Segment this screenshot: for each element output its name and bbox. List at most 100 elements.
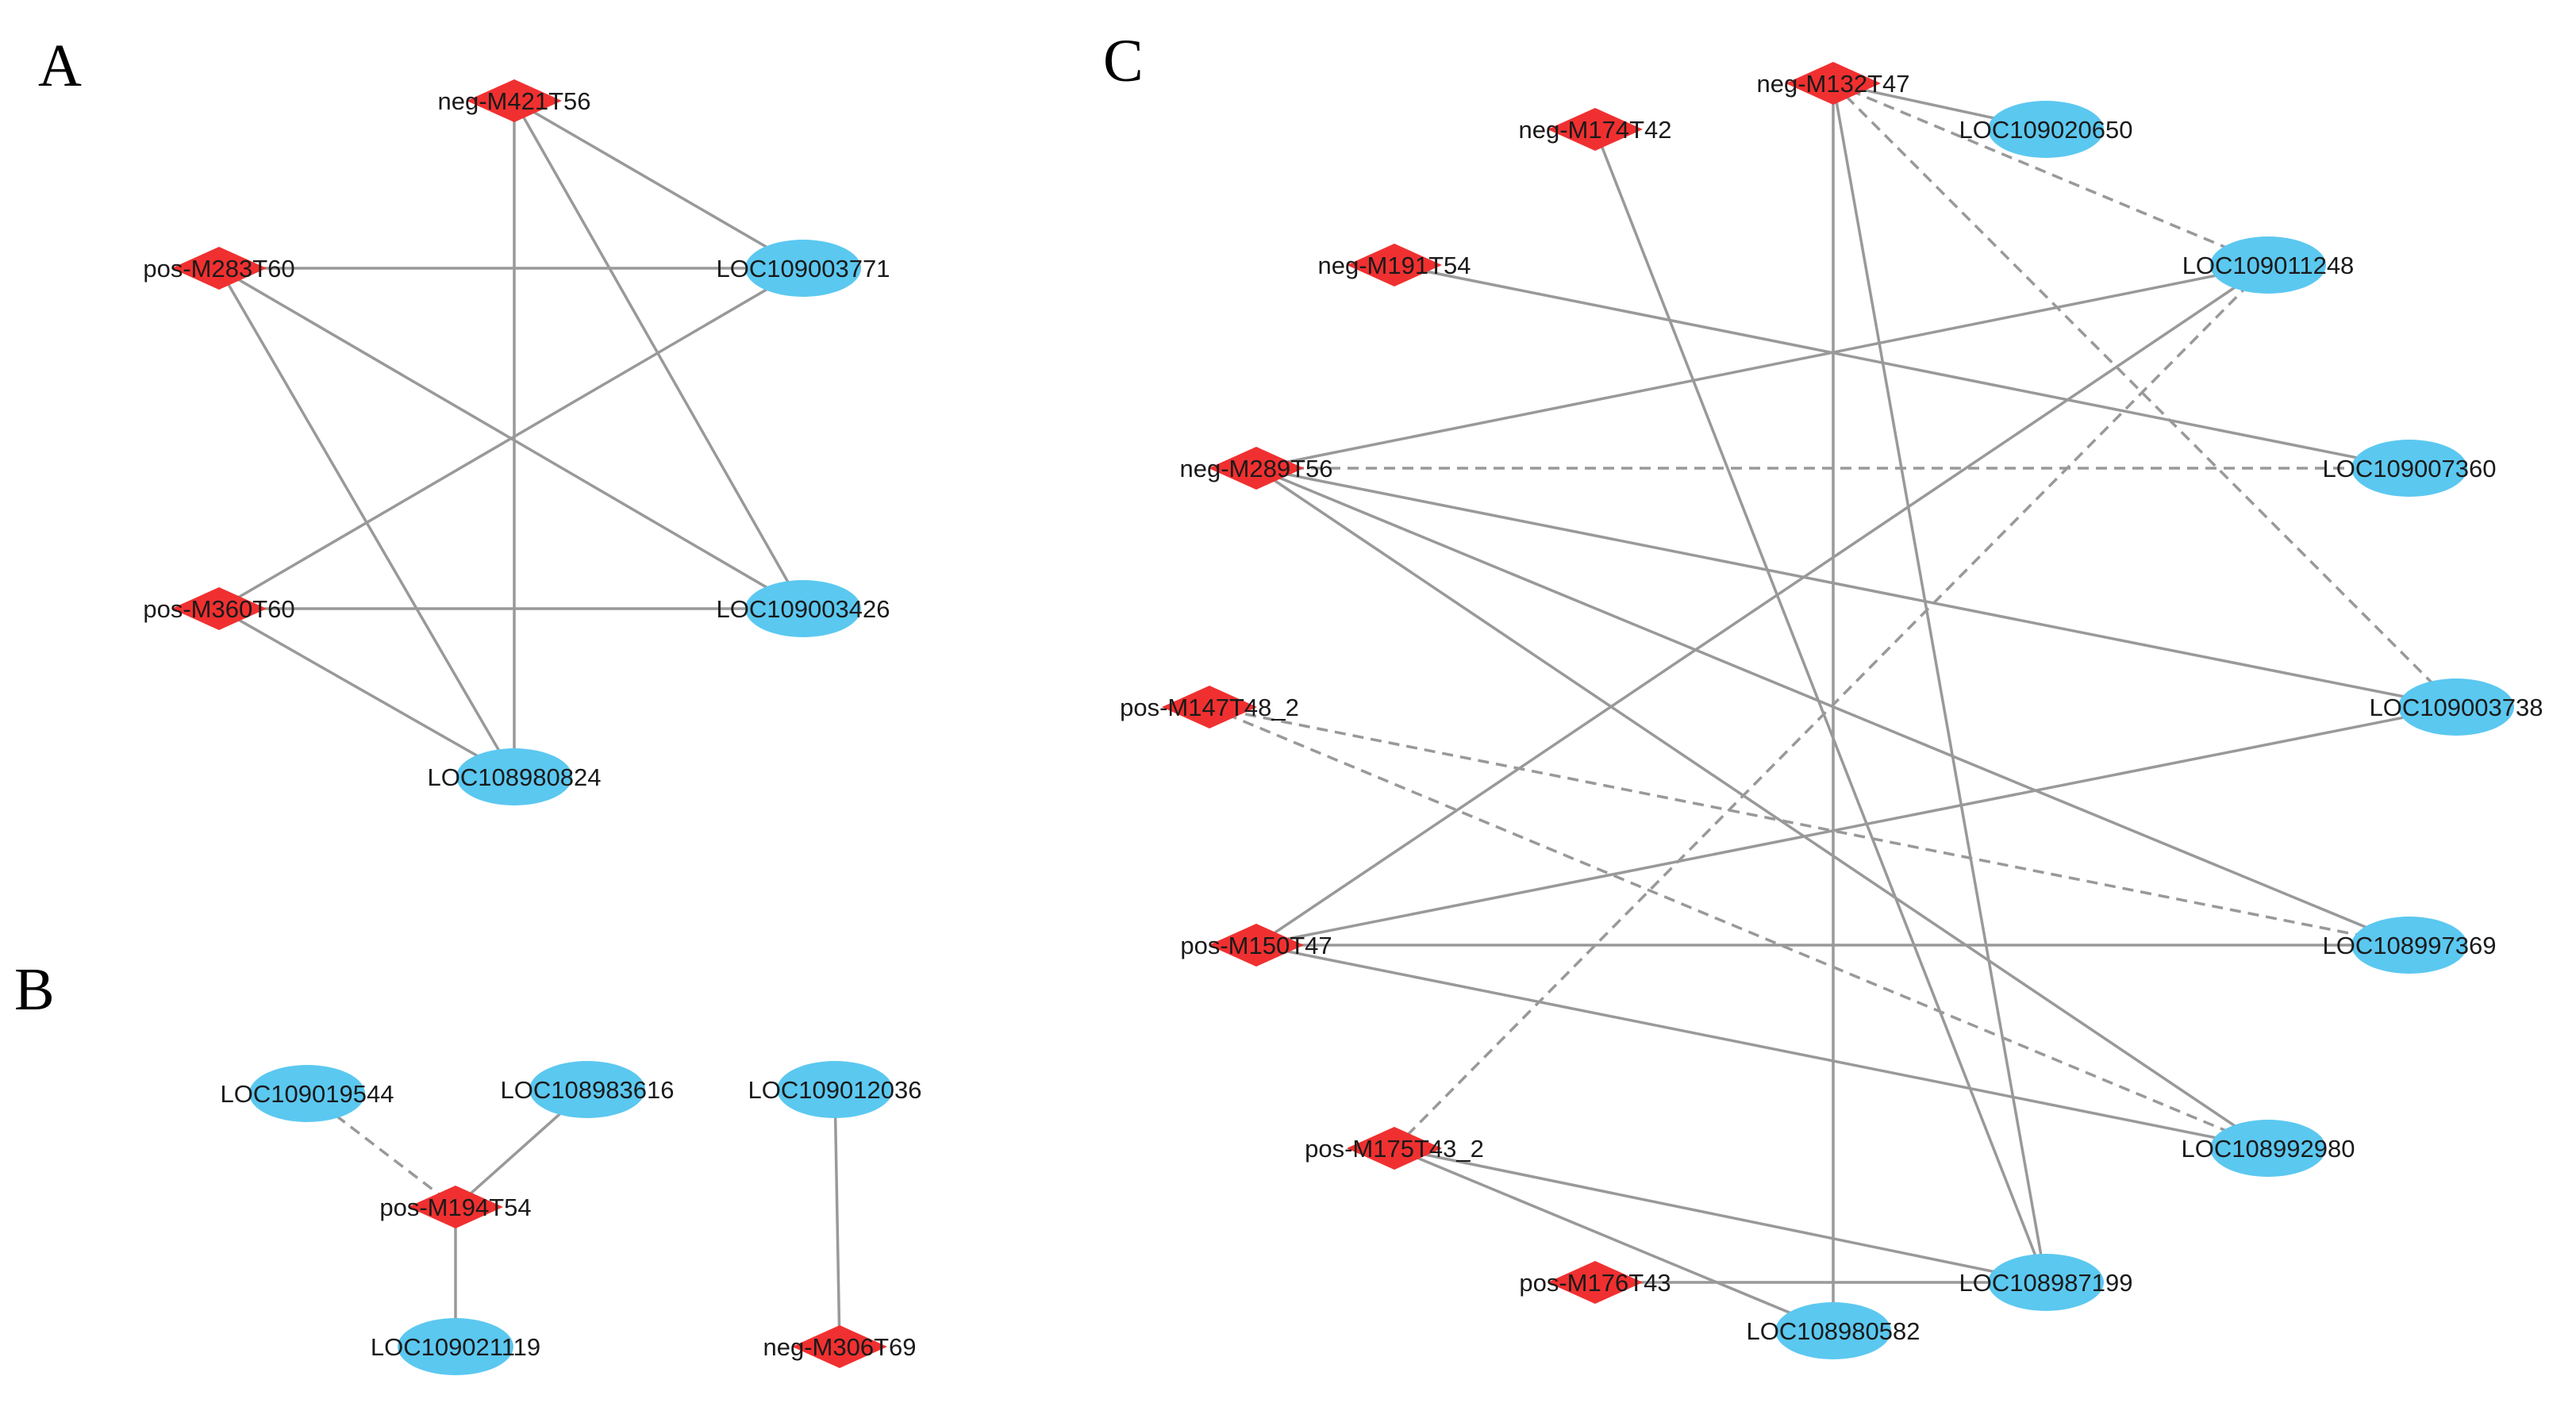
- gene-ellipse: [745, 240, 861, 297]
- node-label: LOC109020650: [1959, 116, 2133, 144]
- gene-ellipse: [249, 1065, 365, 1122]
- panel-c-edge-20: [1394, 1147, 2047, 1284]
- gene-ellipse: [2210, 236, 2326, 294]
- panel-b-node-4: LOC109021119: [371, 1318, 540, 1375]
- gene-ellipse: [1775, 1302, 1891, 1359]
- gene-ellipse: [777, 1061, 893, 1118]
- metabolite-diamond: [1347, 244, 1442, 286]
- metabolite-diamond: [1162, 686, 1257, 728]
- panel-c-edge-3: [1832, 82, 2458, 709]
- gene-ellipse: [745, 580, 861, 637]
- metabolite-diamond: [467, 79, 562, 122]
- node-label: LOC109011248: [2182, 252, 2355, 279]
- panel-c-node-5: pos-M147T48_2: [1120, 686, 1299, 728]
- panel-c-edge-21: [1394, 1147, 1834, 1332]
- node-label: pos-M147T48_2: [1120, 694, 1299, 721]
- panel-c-edge-12: [1255, 467, 2269, 1150]
- metabolite-diamond: [171, 587, 267, 630]
- panel-c-node-2: neg-M174T42: [1518, 108, 1672, 151]
- metabolite-diamond: [792, 1325, 887, 1368]
- metabolite-diamond: [408, 1186, 503, 1228]
- node-label: LOC109007360: [2323, 455, 2497, 482]
- gene-ellipse: [398, 1318, 513, 1375]
- panel-b-node-5: LOC109012036: [748, 1061, 922, 1118]
- node-label: neg-M174T42: [1518, 116, 1671, 144]
- panel-a-edge-9: [218, 607, 515, 778]
- metabolite-diamond: [1209, 924, 1304, 967]
- panel-c-node-4: neg-M289T56: [1179, 447, 1333, 490]
- node-label: pos-M176T43: [1519, 1269, 1671, 1297]
- panel-a-node-5: LOC109003426: [717, 580, 890, 637]
- node-label: LOC109003771: [717, 255, 890, 283]
- panel-a: A neg-M421T56pos-M283T60pos-M360T60LOC10…: [38, 33, 890, 805]
- panel-c-edge-10: [1255, 467, 2457, 709]
- gene-ellipse: [1988, 1254, 2104, 1311]
- panel-c-edge-16: [1255, 705, 2457, 947]
- node-label: neg-M306T69: [763, 1333, 916, 1361]
- panel-c-edge-8: [1255, 263, 2269, 470]
- gene-ellipse: [2351, 440, 2467, 497]
- metabolite-diamond: [1347, 1127, 1442, 1170]
- node-label: pos-M360T60: [143, 595, 294, 623]
- panel-c-node-15: LOC108987199: [1959, 1254, 2133, 1311]
- panel-b-node-2: LOC108983616: [501, 1061, 675, 1118]
- node-label: LOC109021119: [371, 1333, 540, 1361]
- panel-c-node-11: LOC109007360: [2323, 440, 2497, 497]
- node-label: neg-M289T56: [1179, 455, 1332, 482]
- panel-c-node-6: pos-M150T47: [1180, 924, 1332, 967]
- panel-c-nodes: neg-M132T47 neg-M174T42 neg-M191T54 neg-M28…: [1120, 62, 2543, 1359]
- panel-c-node-3: neg-M191T54: [1317, 244, 1471, 286]
- gene-ellipse: [529, 1061, 645, 1118]
- panel-b-edge-1: [306, 1092, 457, 1209]
- panel-a-node-2: pos-M283T60: [143, 247, 295, 290]
- panel-a-edge-2: [513, 100, 805, 609]
- panel-c-node-16: LOC108980582: [1747, 1302, 1920, 1359]
- gene-ellipse: [2210, 1120, 2326, 1177]
- node-label: LOC109012036: [748, 1076, 922, 1104]
- panel-a-node-1: neg-M421T56: [437, 79, 591, 122]
- panel-c-node-9: LOC109020650: [1959, 101, 2133, 158]
- metabolite-diamond: [171, 247, 267, 290]
- node-label: neg-M191T54: [1317, 252, 1471, 279]
- panel-a-node-6: LOC108980824: [428, 748, 602, 805]
- node-label: pos-M175T43_2: [1305, 1135, 1484, 1163]
- metabolite-diamond: [1786, 62, 1881, 105]
- panel-a-letter: A: [38, 33, 82, 99]
- panel-c-edge-2: [1832, 82, 2269, 267]
- panel-a-nodes: neg-M421T56 pos-M283T60 pos-M360T60 LOC1090…: [143, 79, 890, 805]
- panel-c-edge-7: [1394, 263, 2410, 470]
- node-label: LOC109003738: [2370, 694, 2543, 721]
- panel-a-edge-1: [513, 99, 804, 270]
- node-label: LOC108987199: [1959, 1269, 2133, 1297]
- panel-c-node-7: pos-M175T43_2: [1305, 1127, 1484, 1170]
- node-label: LOC109019544: [221, 1080, 394, 1108]
- panel-c: C neg-M132T47neg-M174T42neg-M191T54neg-M…: [1103, 28, 2543, 1359]
- panel-c-edges: [1209, 82, 2458, 1332]
- panel-c-edge-19: [1393, 263, 2270, 1150]
- node-label: pos-M194T54: [379, 1194, 531, 1221]
- panel-c-edge-13: [1209, 705, 2410, 947]
- panel-b-edge-4: [833, 1089, 841, 1347]
- panel-c-node-13: LOC108997369: [2323, 917, 2497, 974]
- panel-c-node-8: pos-M176T43: [1519, 1261, 1671, 1304]
- node-label: LOC108980824: [428, 763, 602, 791]
- node-label: pos-M283T60: [143, 255, 294, 283]
- panel-b-node-3: pos-M194T54: [379, 1186, 532, 1228]
- node-label: LOC108980582: [1747, 1317, 1920, 1345]
- gene-ellipse: [456, 748, 572, 805]
- panel-c-node-14: LOC108992980: [2182, 1120, 2355, 1177]
- panel-c-edge-14: [1209, 705, 2269, 1150]
- node-label: LOC108983616: [501, 1076, 675, 1104]
- panel-b-node-6: neg-M306T69: [763, 1325, 917, 1368]
- node-label: LOC108997369: [2323, 932, 2497, 959]
- node-label: neg-M132T47: [1756, 70, 1909, 98]
- node-label: LOC109003426: [717, 595, 890, 623]
- panel-b-node-1: LOC109019544: [221, 1065, 394, 1122]
- panel-a-node-3: pos-M360T60: [143, 587, 295, 630]
- panel-c-node-1: neg-M132T47: [1756, 62, 1910, 105]
- panel-a-edges: [217, 99, 805, 778]
